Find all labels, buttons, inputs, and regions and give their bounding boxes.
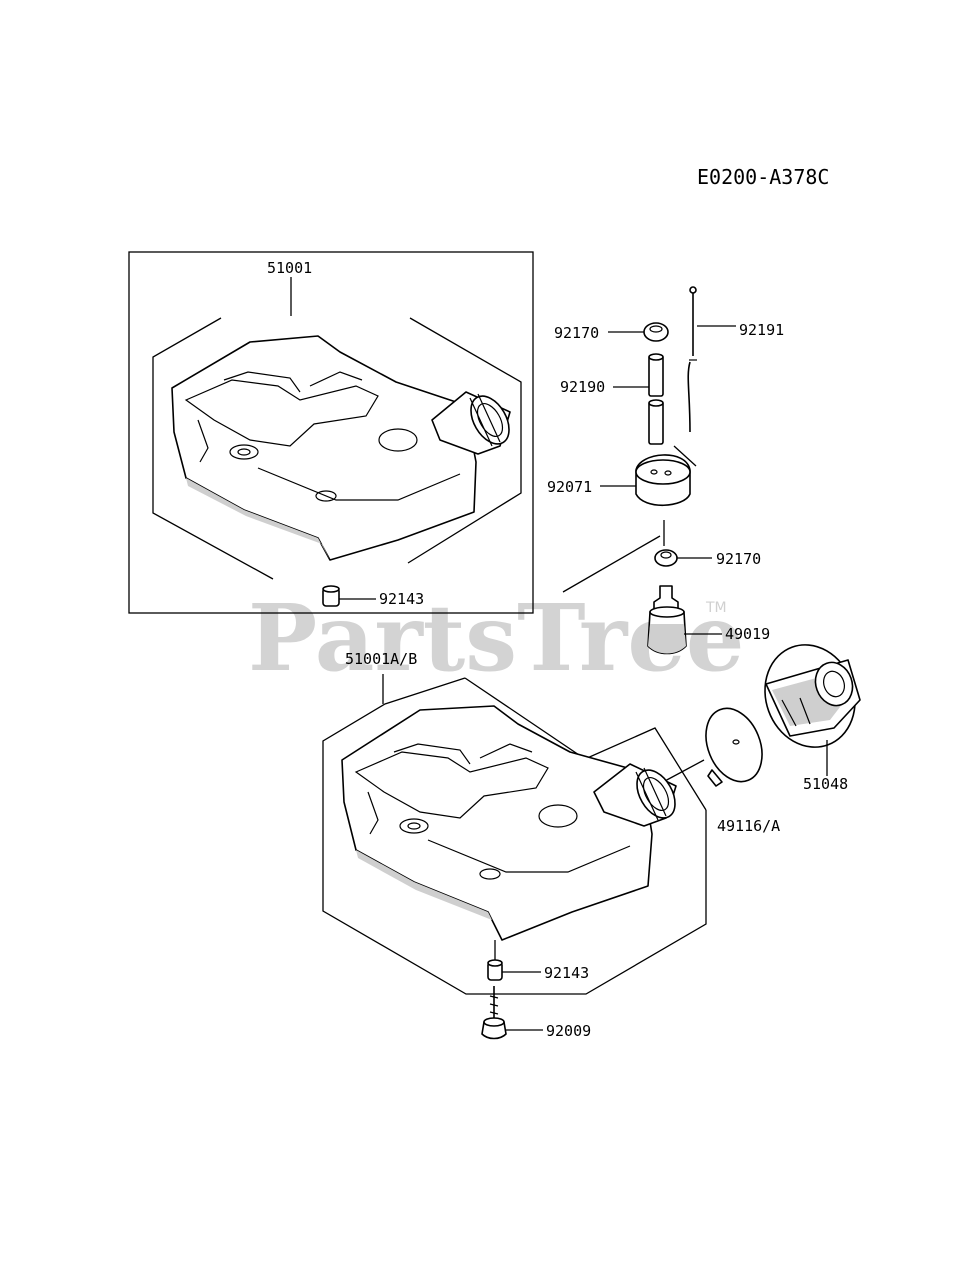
- upper-to-pipe-guide: [562, 535, 661, 593]
- label-bolt: 92009: [546, 1022, 591, 1040]
- label-cap-gasket: 49116/A: [717, 817, 780, 835]
- grommet-mid: [654, 549, 678, 567]
- tank-cap: [764, 644, 861, 748]
- grommet-large-guide: [673, 445, 697, 467]
- label-fuel-pipe: 92190: [560, 378, 605, 396]
- cap-gasket: [705, 707, 763, 787]
- upper-assembly-frame: [128, 251, 534, 614]
- label-grommet-top: 92170: [554, 324, 599, 342]
- fuel-filter: [647, 585, 687, 655]
- diagram-code: E0200-A378C: [697, 165, 829, 189]
- upper-iso-outline-right: [407, 317, 522, 564]
- label-grommet-large: 92071: [547, 478, 592, 496]
- label-tank-lower: 51001A/B: [345, 650, 417, 668]
- grommet-top: [643, 322, 669, 342]
- label-tank-upper: 51001: [267, 259, 312, 277]
- bushing-lower: [487, 959, 503, 981]
- fuel-tank-upper: [171, 335, 511, 561]
- label-tank-cap: 51048: [803, 775, 848, 793]
- grommet-large: [635, 454, 691, 506]
- upper-iso-outline-left: [152, 317, 274, 580]
- label-bushing-lower: 92143: [544, 964, 589, 982]
- fuel-tank-lower: [341, 705, 677, 941]
- label-bushing-upper: 92143: [379, 590, 424, 608]
- label-grommet-mid: 92170: [716, 550, 761, 568]
- label-breather-pipe: 92191: [739, 321, 784, 339]
- fuel-pipe: [648, 353, 664, 445]
- watermark-trademark: TM: [705, 600, 727, 616]
- label-fuel-filter: 49019: [725, 625, 770, 643]
- lower-iso-outline-top: [464, 677, 707, 811]
- guide-cap-gasket: [662, 759, 705, 783]
- bolt: [481, 986, 507, 1040]
- lower-iso-outline: [322, 677, 707, 995]
- bushing-upper: [322, 585, 340, 607]
- breather-pipe: [687, 286, 697, 433]
